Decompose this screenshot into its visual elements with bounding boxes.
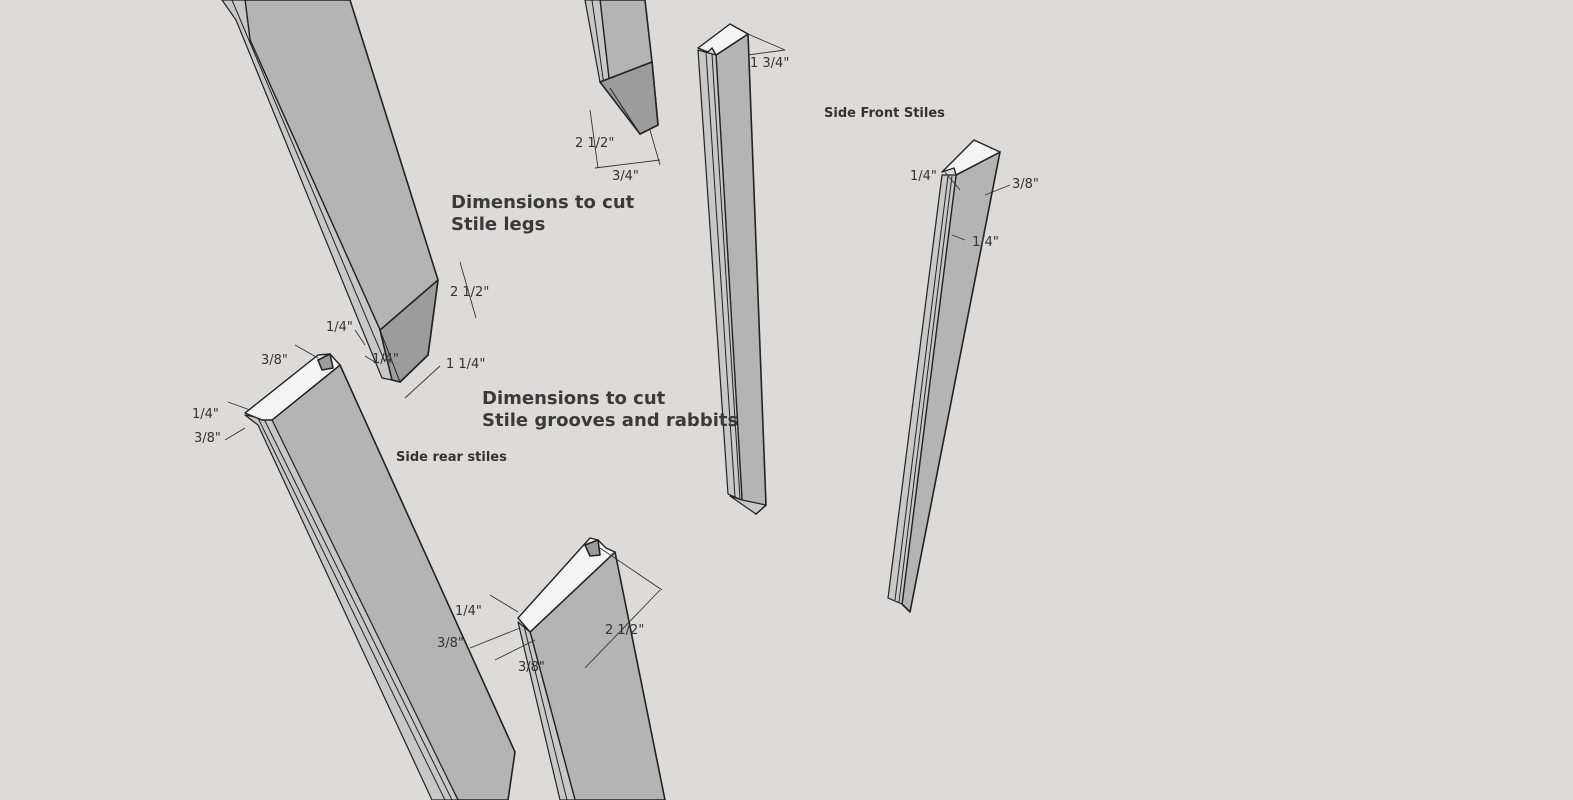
dim-rear-rabbit-left: 3/8" [194,431,221,446]
rear-stile-bottom [517,537,666,800]
label-side-front-stiles: Side Front Stiles [824,106,945,121]
heading-legs-line1: Dimensions to cut [451,192,635,213]
dim-big-leg-height: 2 1/2" [450,285,489,300]
dim-big-leg-groove-b: 1/4" [372,352,399,367]
rear-stile-left [244,353,516,800]
dim-big-leg-width: 1 1/4" [446,357,485,372]
heading-legs-line2: Stile legs [451,214,545,235]
dim-rear-rabbit-top: 3/8" [261,353,288,368]
front-stile-center [697,23,767,515]
dim-bottom-groove: 1/4" [455,604,482,619]
heading-grooves-line2: Stile grooves and rabbits [482,410,738,431]
dim-top-leg-height: 2 1/2" [575,136,614,151]
dim-front-stile-width: 1 3/4" [750,56,789,71]
dimension-labels: 2 1/2" 3/4" 1 3/4" 1/4" 3/8" 1/4" 2 1/2"… [192,56,1039,675]
dim-bottom-rabbit-a: 3/8" [437,636,464,651]
dim-big-leg-groove-a: 1/4" [326,320,353,335]
annotations: Dimensions to cut Stile legs Dimensions … [396,106,945,465]
dim-bottom-rabbit-b: 3/8" [518,660,545,675]
front-stile-right [887,139,1001,613]
dim-bottom-width: 2 1/2" [605,623,644,638]
stile-leg-small [584,0,659,135]
dim-rear-groove-left: 1/4" [192,407,219,422]
label-side-rear-stiles: Side rear stiles [396,450,507,465]
dim-right-stile-rabbit: 3/8" [1012,177,1039,192]
dim-top-leg-width: 3/4" [612,169,639,184]
dim-right-stile-depth: 1/4" [972,235,999,250]
dimension-lines [224,33,1011,669]
heading-grooves-line1: Dimensions to cut [482,388,666,409]
dim-right-stile-groove: 1/4" [910,169,937,184]
stile-leg-large [221,0,439,383]
